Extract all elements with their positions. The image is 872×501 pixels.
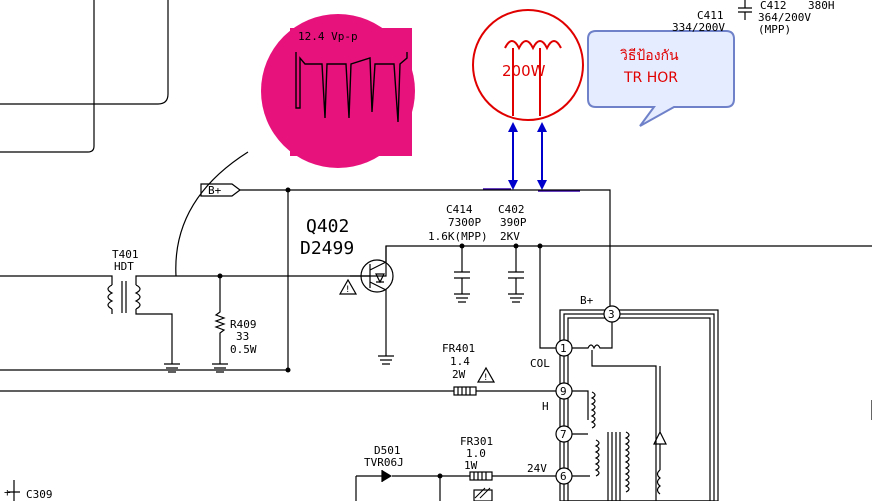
bulb-label: 200W: [502, 62, 546, 80]
t401-type: HDT: [114, 260, 134, 273]
svg-text:6: 6: [560, 470, 567, 483]
svg-text:!: !: [345, 285, 350, 295]
fr301-power: 1W: [464, 459, 478, 472]
left-frame-lines: [0, 0, 169, 153]
d501-ref: D501: [374, 444, 401, 457]
svg-text:3: 3: [608, 308, 615, 321]
fr301-value: 1.0: [466, 447, 486, 460]
fbt-24v: 24V: [527, 462, 547, 475]
c402-ref: C402: [498, 203, 525, 216]
blue-arrows: [483, 122, 580, 192]
d501-part: TVR06J: [364, 456, 404, 469]
fr401-power: 2W: [452, 368, 466, 381]
fbt-col: COL: [530, 357, 550, 370]
fbt-bplus: B+: [580, 294, 594, 307]
c411-rating: 334/200V: [672, 21, 725, 34]
c412-ref: C412: [760, 0, 787, 12]
q402-part: D2499: [300, 238, 354, 259]
feedback-arc: [175, 151, 249, 277]
c412-extra: 380H: [808, 0, 835, 12]
fbt-block: B+ COL H 24V 3 1 9 7 6: [527, 294, 872, 501]
fbt-h: H: [542, 400, 549, 413]
c402-rating: 2KV: [500, 230, 520, 243]
r409-ref: R409: [230, 318, 257, 331]
b-plus-supply: B+: [0, 183, 611, 373]
bulb-circle: [472, 9, 584, 121]
fr401-ref: FR401: [442, 342, 475, 355]
callout-balloon: วิธีป้องกัน TR HOR: [587, 30, 735, 127]
svg-text:!: !: [483, 373, 488, 383]
resistor-fr401: FR401 1.4 2W !: [0, 342, 556, 396]
capacitors-c414-c402: C414 7300P 1.6K(MPP) C402 390P 2KV: [428, 203, 872, 349]
r409-power: 0.5W: [230, 343, 257, 356]
waveform-bubble: 12.4 Vp-p: [261, 14, 415, 168]
bulb-200w: 200W: [472, 9, 584, 121]
d501-fr301-group: D501 TVR06J FR301 1.0 1W: [355, 435, 556, 501]
fr301-ref: FR301: [460, 435, 493, 448]
q402-ref: Q402: [306, 216, 349, 237]
svg-text:9: 9: [560, 385, 567, 398]
transistor-q402: Q402 D2499 !: [300, 216, 394, 365]
c411-c412-group: C411 334/200V C412 380H 364/200V (MPP): [672, 0, 835, 36]
transformer-t401: T401 HDT: [0, 245, 610, 373]
callout-shape: [587, 30, 735, 127]
fr401-value: 1.4: [450, 355, 470, 368]
c309-ref: C309: [26, 488, 53, 501]
supply-label: B+: [208, 184, 222, 197]
c309-group: + C309: [4, 480, 53, 501]
c309-plus: +: [4, 486, 11, 499]
c414-value: 7300P: [448, 216, 481, 229]
r409-value: 33: [236, 330, 249, 343]
waveform-trace: [295, 52, 408, 123]
callout-line2: TR HOR: [623, 70, 678, 86]
callout-line1: วิธีป้องกัน: [620, 48, 679, 64]
svg-text:1: 1: [560, 342, 567, 355]
c412-value: 364/200V: [758, 11, 811, 24]
c414-rating: 1.6K(MPP): [428, 230, 488, 243]
c402-value: 390P: [500, 216, 527, 229]
c414-ref: C414: [446, 203, 473, 216]
c411-ref: C411: [697, 9, 724, 22]
waveform-label: 12.4 Vp-p: [298, 30, 358, 43]
svg-text:7: 7: [560, 428, 567, 441]
resistor-r409: R409 33 0.5W: [212, 276, 257, 373]
c412-type: (MPP): [758, 23, 791, 36]
t401-ref: T401: [112, 248, 139, 261]
